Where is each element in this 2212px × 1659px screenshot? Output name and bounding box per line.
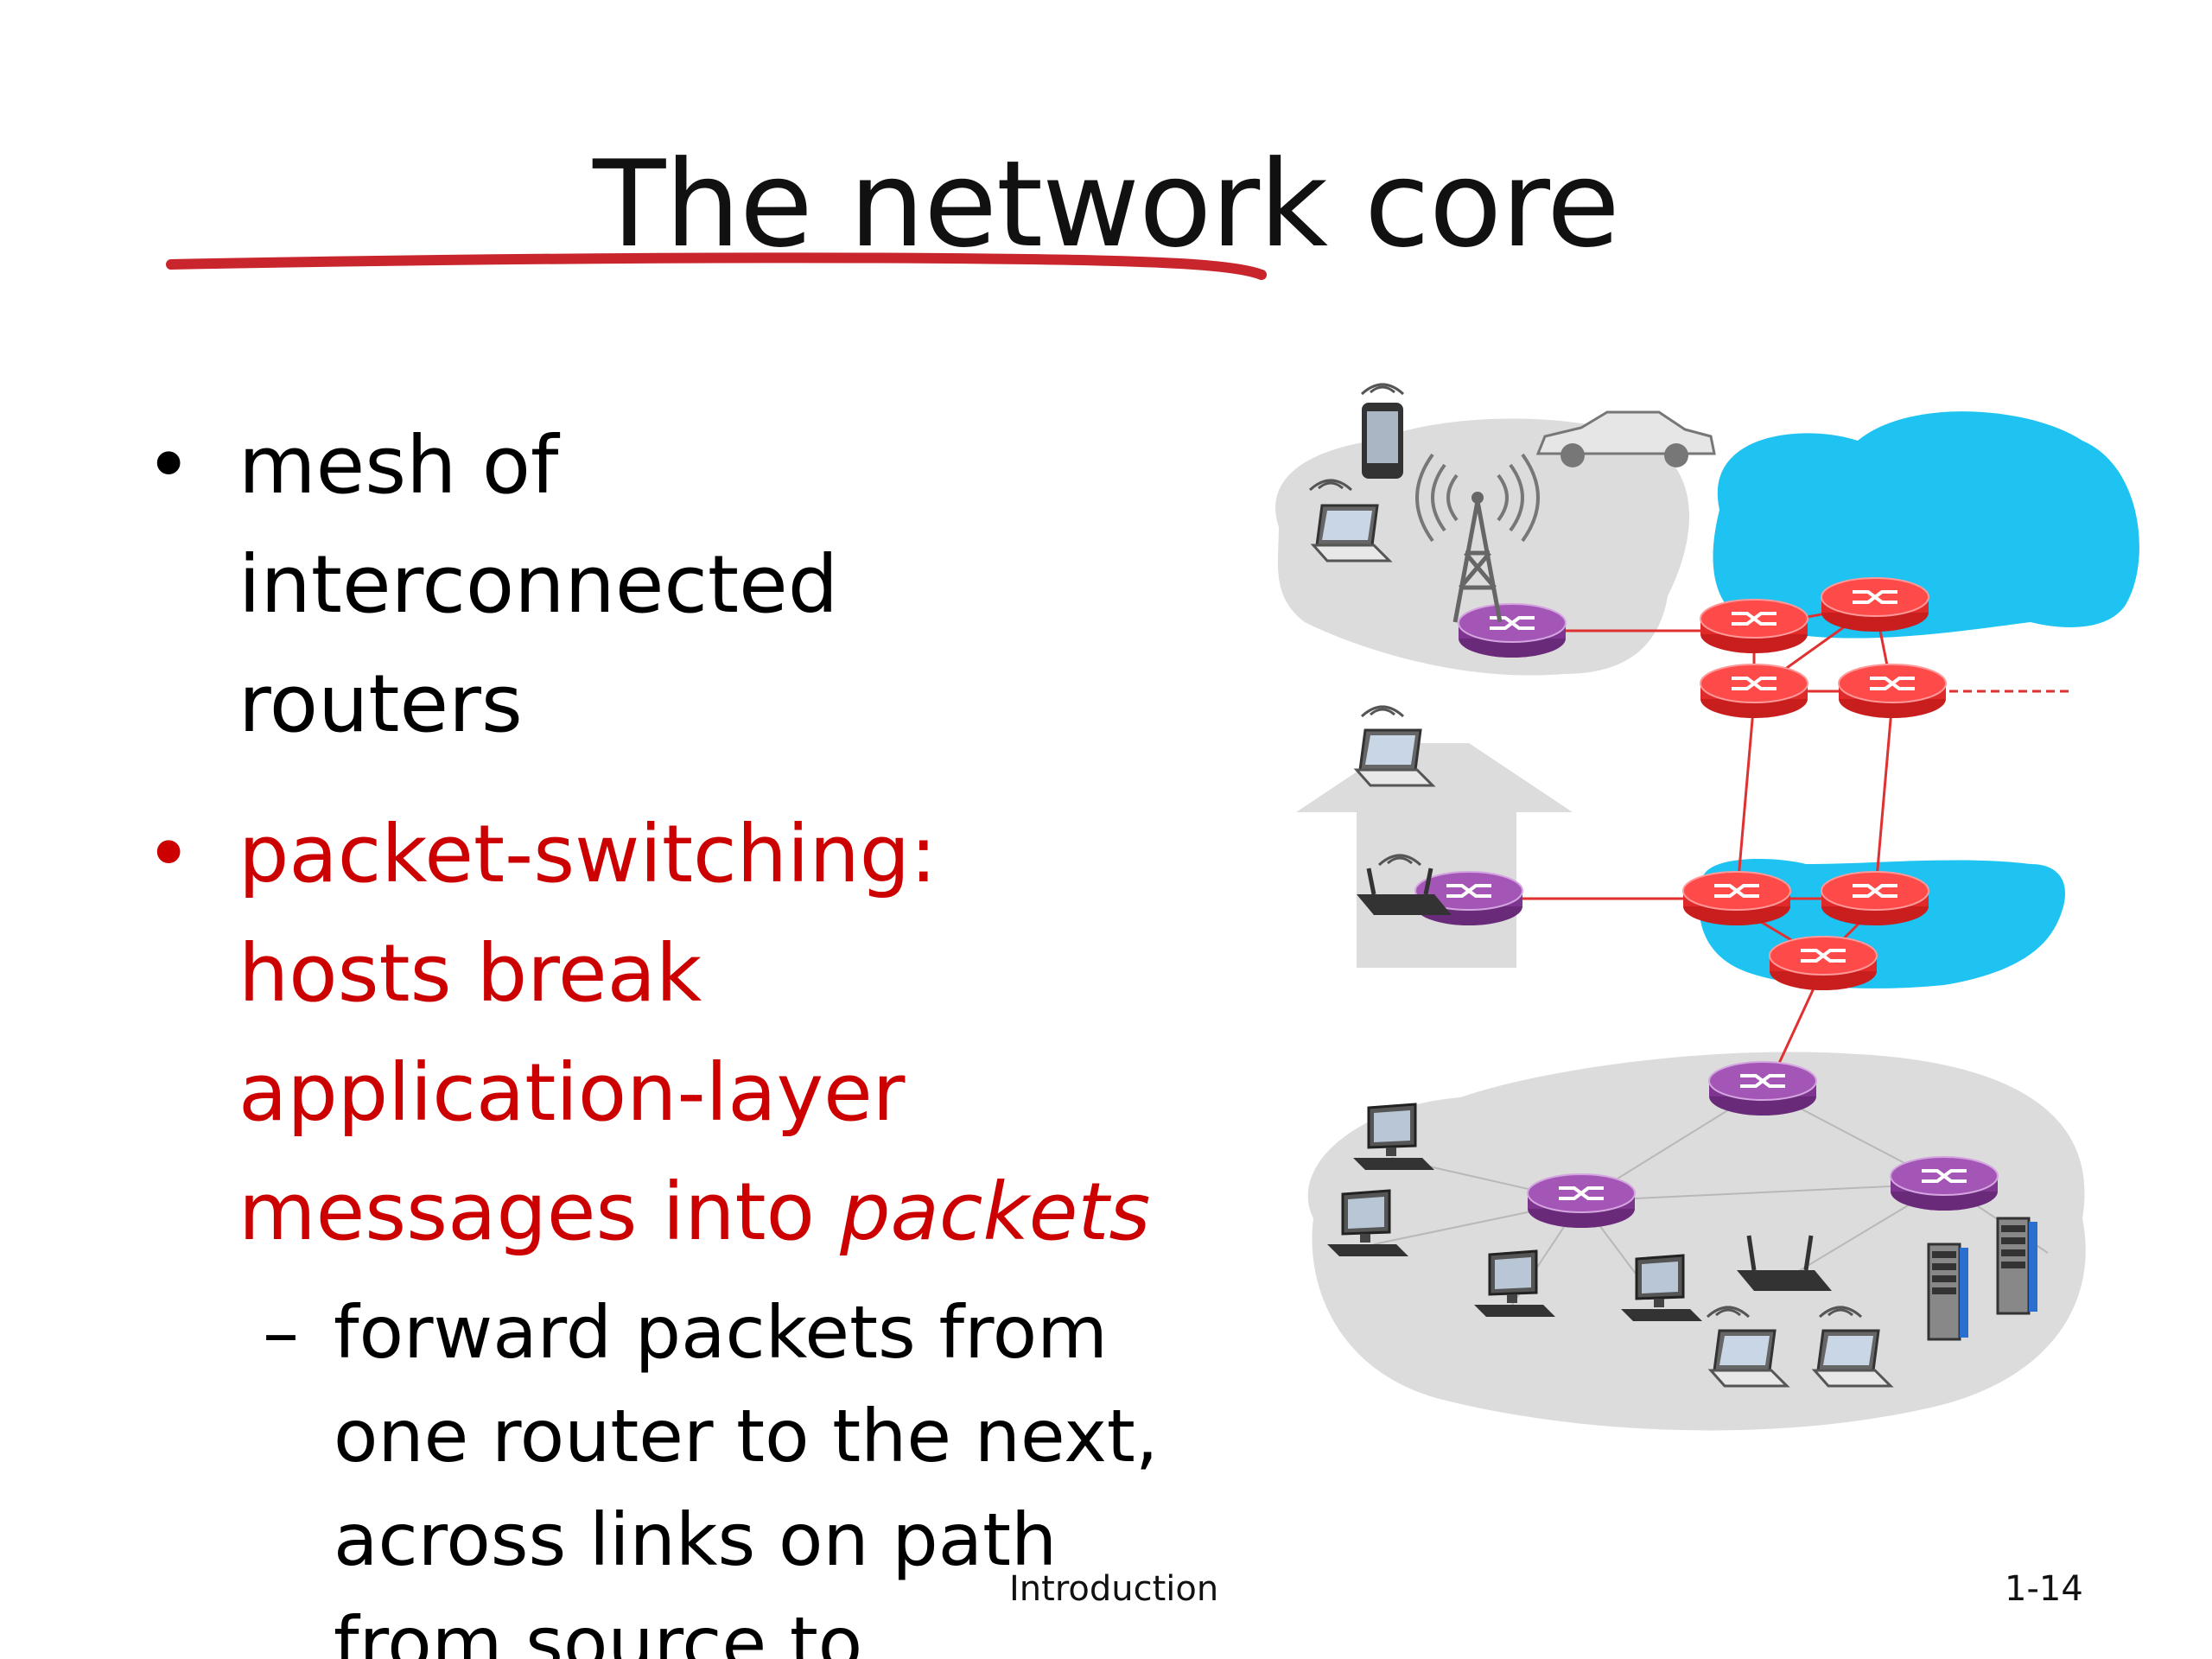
sub-bullet-line: across links on path	[334, 1497, 1058, 1582]
router-icon	[1699, 598, 1809, 655]
router-icon	[1526, 1173, 1637, 1230]
sub-bullet-dash: –	[263, 1290, 299, 1375]
slide-title: The network core	[593, 135, 1620, 274]
smartphone-icon	[1360, 383, 1405, 479]
sub-bullet-line: forward packets from	[334, 1290, 1108, 1375]
enterprise-network-cloud	[1307, 1052, 2086, 1431]
network-diagram	[1275, 383, 2139, 1431]
car-icon	[1535, 410, 1716, 467]
slide-number: 1-14	[2005, 1569, 2083, 1609]
router-icon	[1820, 870, 1930, 927]
bullet-mesh: • mesh of interconnected routers	[145, 406, 1234, 764]
sub-bullet-line: from source to	[334, 1601, 863, 1659]
core-network-top	[1713, 411, 2139, 639]
server-icon	[1927, 1243, 1970, 1341]
cell-tower-icon	[1415, 453, 1540, 623]
bullet-line: interconnected	[238, 538, 839, 631]
bullet-packet-switching: • packet-switching: hosts break applicat…	[145, 795, 1234, 1272]
bullet-line: packet-switching:	[238, 808, 938, 900]
router-icon	[1889, 1155, 1999, 1212]
router-icon	[1837, 663, 1948, 720]
emphasis-packets: packets	[840, 1166, 1151, 1258]
bullet-line-text: messages into	[238, 1166, 841, 1258]
router-icon	[1707, 1060, 1818, 1117]
handwritten-underline	[166, 252, 1267, 280]
mobile-network-cloud	[1275, 418, 1689, 676]
router-icon	[1768, 935, 1878, 992]
sub-bullet-forward: – forward packets from one router to the…	[145, 1281, 1234, 1659]
wifi-router-icon	[1737, 1235, 1832, 1291]
server-icon	[1996, 1217, 2039, 1315]
bullet-line: messages into packets	[238, 1153, 1234, 1272]
footer-section: Introduction	[1009, 1569, 1219, 1609]
bullet-line: mesh of	[238, 419, 559, 512]
bullet-line: hosts break	[238, 927, 702, 1020]
bullet-dot: •	[145, 808, 193, 900]
sub-bullet-line: one router to the next,	[334, 1394, 1159, 1478]
router-icon	[1699, 663, 1809, 720]
bullet-list: • mesh of interconnected routers • packe…	[145, 406, 1234, 1659]
bullet-dot: •	[145, 419, 193, 512]
bullet-line: application-layer	[238, 1046, 906, 1139]
router-icon	[1457, 602, 1567, 659]
wifi-router-icon	[1357, 854, 1452, 915]
router-icon	[1820, 576, 1930, 633]
router-icon	[1681, 870, 1792, 927]
bullet-line: routers	[238, 658, 523, 750]
house-icon	[1296, 743, 1573, 968]
